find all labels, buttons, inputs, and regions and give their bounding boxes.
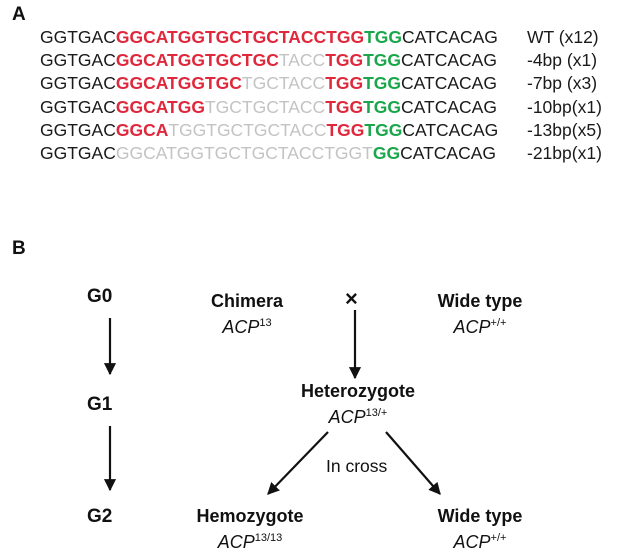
sequence-segment: GGTGAC [40,73,116,94]
allele-label: -4bp (x1) [527,50,598,71]
sequence-segment: TGG [326,119,365,140]
chimera-genotype: ACP13 [222,317,272,337]
sequence-segment: GGTGAC [40,96,116,117]
sequence-segment: TGG [364,119,403,140]
heterozygote-to-hemozygote-arrow [267,431,329,495]
wild-type-parent-node: Wide type ACP+/+ [415,290,545,338]
wild-type-parent-name: Wide type [437,291,523,311]
sequence-segment: GGCATGGTGC [115,73,242,94]
panel-b-label: B [12,238,26,259]
sequence-segment: GGTGAC [40,27,116,47]
hemozygote-name: Hemozygote [196,506,304,526]
wild-type-offspring-genotype: ACP+/+ [453,532,507,552]
allele-label: -10bp(x1) [527,96,602,117]
sequence-segment: TGG [363,96,402,117]
allele-label: -13bp(x5) [527,119,602,140]
sequence-segment: GGCATGG [115,96,205,117]
generation-g2-label: G2 [87,506,113,527]
sequence-segment: TGGTGCTGCTACC [168,119,327,140]
sequence-segment: GGCA [115,119,169,140]
sequence-segment: CATCACAG [401,27,498,47]
sequence-segment: CATCACAG [401,96,497,117]
chimera-node: Chimera ACP13 [192,290,302,338]
sequence-segment: TGG [325,96,364,117]
sequence-segment: GGTGAC [40,119,116,140]
heterozygote-to-wild-type-arrow [385,431,441,495]
in-cross-label: In cross [326,456,388,476]
sequence-segment: TGG [363,73,402,94]
sequence-segment: TGG [325,73,364,94]
allele-label: WT (x12) [527,27,599,47]
sequence-row: GGTGACGGCATGGTGCTGCTACCTGGTGGCATCACAG [40,72,497,94]
heterozygote-name: Heterozygote [300,381,416,401]
wild-type-offspring-node: Wide type ACP+/+ [415,505,545,553]
sequence-segment: GGTGAC [40,50,116,71]
generation-g0-label: G0 [87,286,113,307]
allele-label: -21bp(x1) [527,143,602,163]
sequence-segment: TACC [278,50,326,71]
sequence-segment: GGCATGGTGCTGCTACCTGG [115,27,365,47]
sequence-row: GGTGACGGCATGGTGCTGCTACCTGGTGGCATCACAG [40,142,496,164]
sequence-segment: TGG [363,50,402,71]
heterozygote-node: Heterozygote ACP13/+ [283,380,433,428]
heterozygote-genotype: ACP13/+ [328,407,388,427]
panel-a-label: A [12,4,26,25]
sequence-segment: GGCATGGTGCTGCTACCTGGT [115,143,373,163]
sequence-segment: GG [372,143,401,163]
sequence-segment: GGCATGGTGCTGC [115,50,279,71]
sequence-segment: TGG [325,50,364,71]
sequence-row: GGTGACGGCATGGTGCTGCTACCTGGTGGCATCACAG [40,119,498,141]
cross-symbol: × [345,286,358,311]
sequence-segment: GGTGAC [40,143,116,163]
generation-g1-label: G1 [87,394,113,415]
sequence-segment: CATCACAG [401,50,497,71]
sequence-segment: CATCACAG [401,73,497,94]
wild-type-offspring-name: Wide type [437,506,523,526]
sequence-segment: TGG [364,27,402,47]
sequence-segment: CATCACAG [400,143,496,163]
allele-label: -7bp (x3) [527,73,598,94]
chimera-name: Chimera [210,291,284,311]
sequence-row: GGTGACGGCATGGTGCTGCTACCTGGTGGCATCACAG [40,26,498,48]
sequence-row: GGTGACGGCATGGTGCTGCTACCTGGTGGCATCACAG [40,96,497,118]
sequence-segment: TGCTACC [241,73,326,94]
sequence-segment: TGCTGCTACC [204,96,326,117]
hemozygote-genotype: ACP13/13 [217,532,283,552]
sequence-row: GGTGACGGCATGGTGCTGCTACCTGGTGGCATCACAG [40,49,497,71]
wild-type-parent-genotype: ACP+/+ [453,317,507,337]
hemozygote-node: Hemozygote ACP13/13 [180,505,320,553]
sequence-segment: CATCACAG [402,119,499,140]
